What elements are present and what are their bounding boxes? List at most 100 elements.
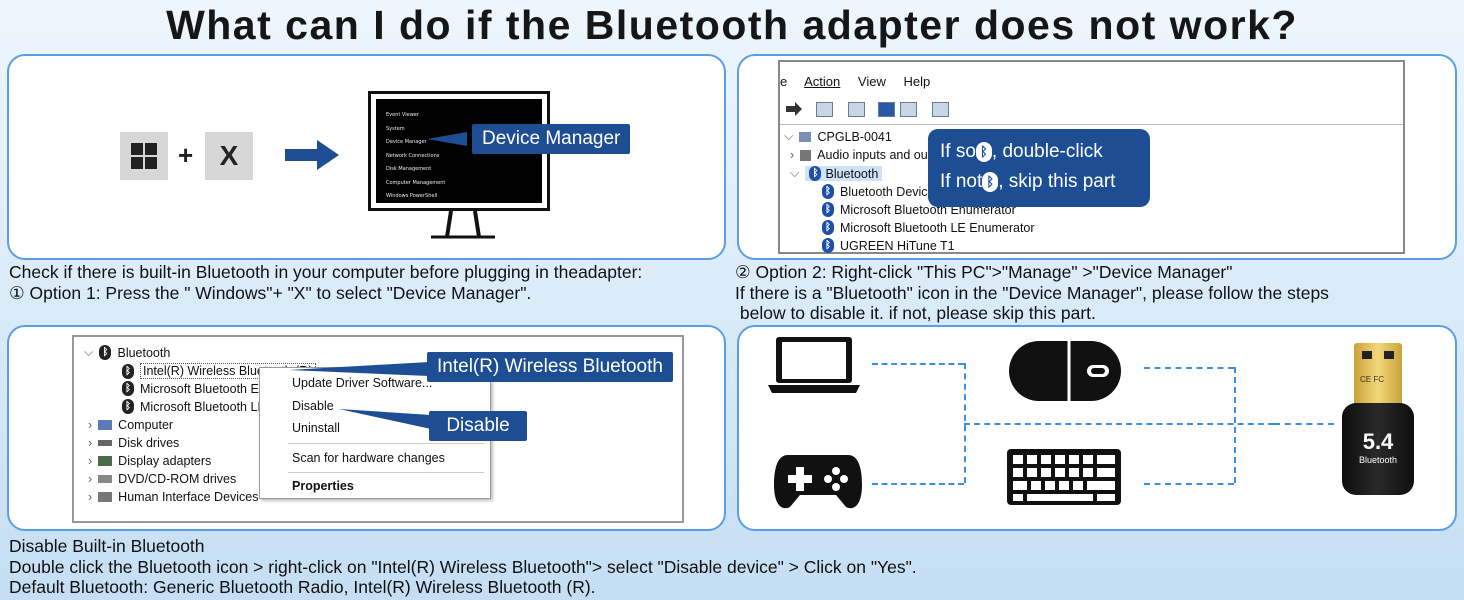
properties-icon[interactable]: [816, 102, 833, 117]
usb-pin-hole: [1362, 351, 1372, 359]
adapter-body: 5.4 Bluetooth: [1342, 403, 1414, 495]
back-arrow-icon[interactable]: [786, 102, 802, 116]
bt-item-row[interactable]: ᛒ Microsoft Bluetooth LI: [122, 399, 261, 414]
computer-icon: [98, 420, 113, 430]
disable-callout: Disable: [429, 411, 527, 441]
devices-panel: CE FC 5.4 Bluetooth: [737, 325, 1457, 531]
tree-category[interactable]: › Disk drives: [88, 436, 179, 450]
bt-device-row[interactable]: ᛒ Bluetooth Device: [822, 184, 935, 199]
disable-caption-line2: Double click the Bluetooth icon > right-…: [9, 557, 917, 577]
callout-text: , skip this part: [998, 171, 1116, 192]
bluetooth-selected: ᛒ Bluetooth: [805, 166, 883, 181]
bt-item-row[interactable]: ᛒ Microsoft Bluetooth Er: [122, 381, 263, 396]
option2-caption-line3: below to disable it. if not, please skip…: [735, 303, 1096, 323]
menu-item: Event Viewer: [386, 112, 419, 118]
arrow-right-icon: [285, 140, 339, 170]
x-key: X: [205, 132, 253, 180]
menu-file[interactable]: e: [780, 74, 788, 89]
tree-category[interactable]: › Human Interface Devices: [88, 490, 259, 504]
disable-caption-line1: Disable Built-in Bluetooth: [9, 536, 205, 556]
bt-device-row[interactable]: ᛒ Microsoft Bluetooth LE Enumerator: [822, 220, 1035, 235]
laptop-icon: [768, 337, 860, 393]
menu-scan[interactable]: Scan for hardware changes: [292, 451, 445, 465]
bt-item-label: Microsoft Bluetooth LI: [140, 399, 261, 414]
connector-line: [1144, 367, 1234, 369]
menu-item: Network Connections: [386, 152, 440, 159]
device-manager-callout: Device Manager: [472, 124, 631, 154]
dvd-icon: [98, 475, 113, 483]
connector-line: [1234, 367, 1236, 483]
tree-category[interactable]: › DVD/CD-ROM drives: [88, 472, 236, 486]
tree-category[interactable]: › Computer: [88, 418, 173, 432]
bt-device-label: UGREEN HiTune T1: [840, 238, 955, 253]
computer-name: CPGLB-0041: [817, 129, 892, 144]
bluetooth-icon: ᛒ: [822, 220, 834, 235]
category-label: Display adapters: [118, 454, 212, 468]
callout-pointer: [289, 362, 429, 376]
category-label: Disk drives: [118, 436, 180, 450]
menu-item: Windows PowerShell: [386, 193, 438, 199]
winx-menu: Event Viewer System Device Manager Netwo…: [386, 109, 445, 204]
menu-disable[interactable]: Disable: [292, 399, 334, 413]
disk-icon: [98, 440, 113, 446]
option1-caption-line2: ① Option 1: Press the " Windows"+ "X" to…: [9, 283, 532, 303]
menu-bar: e Action View Help: [780, 74, 944, 89]
tree-computer[interactable]: ⌵ CPGLB-0041: [784, 129, 892, 144]
windows-key: [120, 132, 168, 180]
disable-panel: ⌵ ᛒ Bluetooth ᛒ Intel(R) Wireless Blueto…: [7, 325, 726, 531]
update-icon[interactable]: [900, 102, 917, 117]
menu-uninstall[interactable]: Uninstall: [292, 421, 340, 435]
divider: [780, 124, 1403, 125]
windows-logo-icon: [131, 143, 157, 169]
mouse-icon: [1009, 341, 1121, 401]
intel-bluetooth-callout: Intel(R) Wireless Bluetooth: [427, 352, 673, 382]
tree-audio[interactable]: › Audio inputs and ou: [790, 148, 928, 162]
bluetooth-icon: ᛒ: [975, 141, 992, 162]
chevron-right-icon: ›: [790, 148, 795, 162]
menu-item: Computer Management: [386, 179, 446, 186]
menu-separator: [288, 472, 484, 473]
connector-line: [1274, 423, 1334, 425]
bt-item-label: Microsoft Bluetooth Er: [140, 381, 263, 396]
keyboard-icon: [1007, 449, 1121, 505]
option1-caption-line1: Check if there is built-in Bluetooth in …: [9, 262, 643, 282]
monitor-icon[interactable]: [932, 102, 949, 117]
page-title: What can I do if the Bluetooth adapter d…: [166, 2, 1298, 48]
chevron-right-icon: ›: [88, 490, 93, 504]
tree-bluetooth[interactable]: ⌵ ᛒ Bluetooth: [84, 345, 170, 360]
help-icon[interactable]: [878, 102, 895, 117]
menu-action[interactable]: Action: [804, 74, 841, 89]
bluetooth-icon: ᛒ: [122, 399, 134, 414]
callout-text: If not: [940, 171, 983, 192]
hid-icon: [98, 492, 113, 502]
computer-icon: [799, 131, 812, 142]
tree-category[interactable]: › Display adapters: [88, 454, 211, 468]
chevron-down-icon: ⌵: [790, 166, 800, 180]
menu-separator: [288, 443, 484, 444]
menu-properties[interactable]: Properties: [292, 479, 354, 493]
bluetooth-label: Bluetooth: [117, 345, 171, 360]
bluetooth-icon: ᛒ: [822, 202, 834, 217]
menu-help[interactable]: Help: [903, 74, 931, 89]
monitor-stand-icon: [431, 211, 495, 239]
callout-text: If so: [940, 141, 976, 162]
chevron-right-icon: ›: [88, 436, 93, 450]
bluetooth-icon: ᛒ: [809, 166, 822, 181]
speaker-icon: [800, 149, 812, 161]
bluetooth-adapter: CE FC 5.4 Bluetooth: [1342, 343, 1414, 495]
menu-item: Disk Management: [386, 166, 432, 172]
gamepad-icon: [774, 455, 862, 509]
category-label: Human Interface Devices: [118, 490, 259, 504]
menu-view[interactable]: View: [857, 74, 886, 89]
disable-caption-line3: Default Bluetooth: Generic Bluetooth Rad…: [9, 577, 596, 597]
menu-update-driver[interactable]: Update Driver Software...: [292, 376, 433, 390]
option1-panel: + X Event Viewer System Device Manager N…: [7, 54, 726, 260]
bluetooth-icon: ᛒ: [822, 238, 834, 253]
bt-device-label: Microsoft Bluetooth LE Enumerator: [840, 220, 1035, 235]
bt-device-row[interactable]: ᛒ UGREEN HiTune T1: [822, 238, 955, 253]
bluetooth-icon: ᛒ: [982, 171, 999, 192]
scan-icon[interactable]: [848, 102, 865, 117]
tree-bluetooth[interactable]: ⌵ ᛒ Bluetooth: [790, 166, 883, 181]
